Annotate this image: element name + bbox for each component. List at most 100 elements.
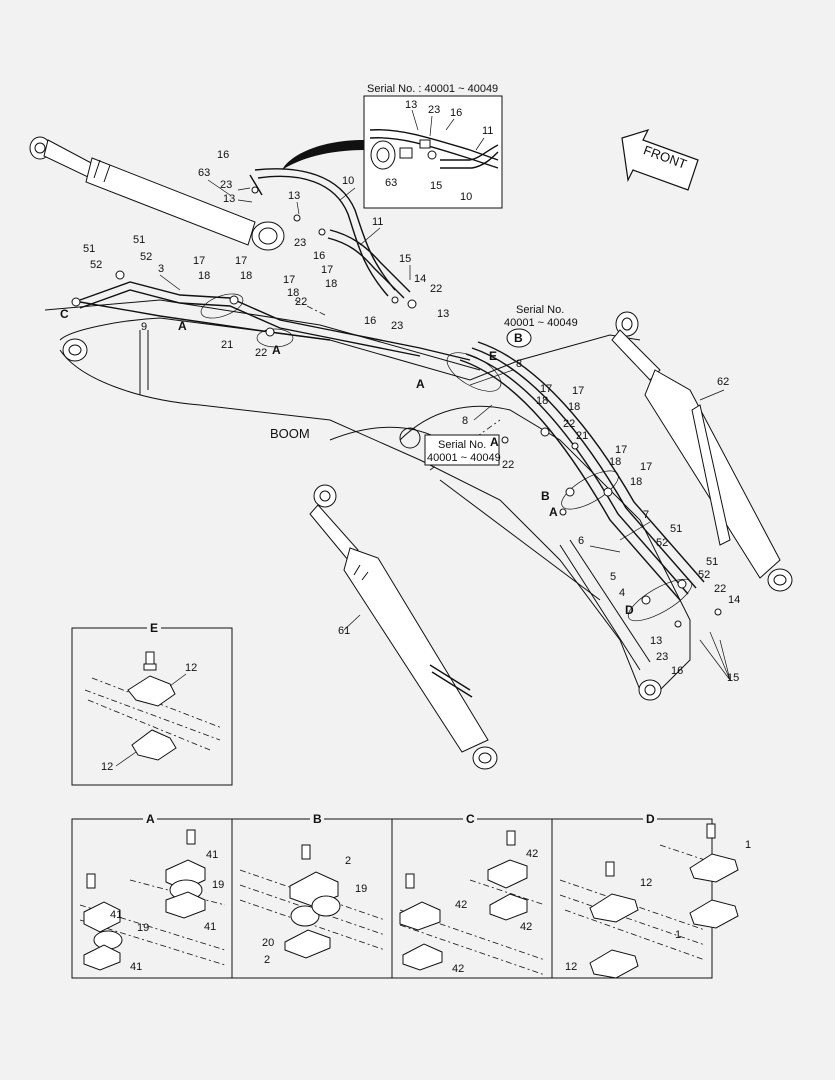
svg-text:17: 17 [540,383,552,395]
svg-text:18: 18 [287,287,299,299]
svg-text:21: 21 [576,430,588,442]
svg-text:10: 10 [460,191,472,203]
svg-text:8: 8 [516,358,522,370]
svg-text:21: 21 [221,339,233,351]
svg-text:E: E [150,621,158,635]
svg-text:13: 13 [650,635,662,647]
svg-text:18: 18 [198,270,210,282]
svg-text:22: 22 [295,296,307,308]
svg-text:Serial No.: Serial No. [438,439,486,451]
svg-text:42: 42 [520,921,532,933]
svg-text:23: 23 [294,237,306,249]
svg-text:52: 52 [90,259,102,271]
svg-text:A: A [146,812,155,826]
svg-text:41: 41 [206,849,218,861]
svg-text:17: 17 [615,444,627,456]
pipe-3 [79,281,471,361]
svg-text:A: A [490,435,499,449]
svg-text:40001 ~ 40049: 40001 ~ 40049 [504,317,578,329]
hose-10 [254,168,396,291]
svg-text:6: 6 [578,535,584,547]
svg-text:51: 51 [670,523,682,535]
svg-text:15: 15 [399,253,411,265]
svg-text:17: 17 [640,461,652,473]
svg-text:4: 4 [619,587,625,599]
svg-text:17: 17 [235,255,247,267]
boom-cylinder-61 [309,484,498,770]
svg-text:18: 18 [240,270,252,282]
serial-label-right: Serial No. 40001 ~ 40049 [504,304,578,329]
svg-text:15: 15 [727,672,739,684]
svg-text:19: 19 [137,922,149,934]
svg-text:40001 ~ 40049: 40001 ~ 40049 [427,452,501,464]
svg-text:23: 23 [428,104,440,116]
svg-text:52: 52 [698,569,710,581]
boom-cylinder-62 [611,311,793,592]
svg-text:12: 12 [640,877,652,889]
svg-text:42: 42 [455,899,467,911]
main-leaders [159,179,731,681]
svg-text:17: 17 [572,385,584,397]
svg-text:23: 23 [220,179,232,191]
svg-text:41: 41 [130,961,142,973]
hose-11 [329,229,411,293]
svg-text:15: 15 [430,180,442,192]
svg-text:17: 17 [283,274,295,286]
detail-E: E 12 12 [71,621,233,786]
svg-text:17: 17 [193,255,205,267]
svg-text:22: 22 [430,283,442,295]
svg-text:A: A [549,505,558,519]
svg-text:63: 63 [385,177,397,189]
svg-text:1: 1 [745,839,751,851]
hose-11b [327,237,405,299]
svg-text:22: 22 [563,418,575,430]
svg-text:A: A [178,319,187,333]
arm-cylinder-63 [29,136,285,251]
svg-text:16: 16 [671,665,683,677]
main-part-numbers: 16 63 23 13 13 23 16 10 11 51 52 51 52 3… [83,149,740,684]
svg-text:63: 63 [198,167,210,179]
svg-text:16: 16 [450,107,462,119]
svg-text:C: C [60,307,69,321]
svg-text:52: 52 [140,251,152,263]
svg-text:23: 23 [391,320,403,332]
svg-text:3: 3 [158,263,164,275]
svg-text:A: A [272,343,281,357]
svg-text:62: 62 [717,376,729,388]
svg-text:22: 22 [714,583,726,595]
svg-text:22: 22 [502,459,514,471]
svg-text:11: 11 [372,216,383,228]
svg-text:11: 11 [482,125,493,137]
svg-text:18: 18 [568,401,580,413]
detail-strip: A 41 19 41 41 19 41 B 2 19 20 2 C [71,812,751,979]
serial-box-mid: Serial No. 40001 ~ 40049 [424,434,501,466]
svg-text:B: B [541,489,550,503]
callout-b-bubble [506,328,532,348]
svg-text:B: B [313,812,322,826]
serial-inset-part-numbers: 13 23 16 11 63 15 10 [385,99,493,203]
svg-text:D: D [646,812,655,826]
svg-text:2: 2 [345,855,351,867]
serial-inset: Serial No. : 40001 ~ 40049 13 23 16 11 6… [363,83,503,209]
fasteners [71,186,722,628]
svg-text:2: 2 [264,954,270,966]
svg-text:41: 41 [110,909,122,921]
svg-text:17: 17 [321,264,333,276]
svg-text:5: 5 [610,571,616,583]
svg-text:16: 16 [364,315,376,327]
svg-text:12: 12 [565,961,577,973]
svg-text:9: 9 [141,321,147,333]
svg-text:18: 18 [536,395,548,407]
serial-inset-title: Serial No. : 40001 ~ 40049 [367,83,498,95]
svg-text:1: 1 [675,929,681,941]
hose-bundle-1 [459,359,681,601]
main-callout-letters: C A A A E A B A D [60,307,634,617]
svg-text:B: B [514,331,523,345]
svg-text:13: 13 [405,99,417,111]
boom-label: BOOM [270,426,310,441]
svg-text:52: 52 [656,537,668,549]
svg-text:18: 18 [609,456,621,468]
svg-text:51: 51 [706,556,718,568]
